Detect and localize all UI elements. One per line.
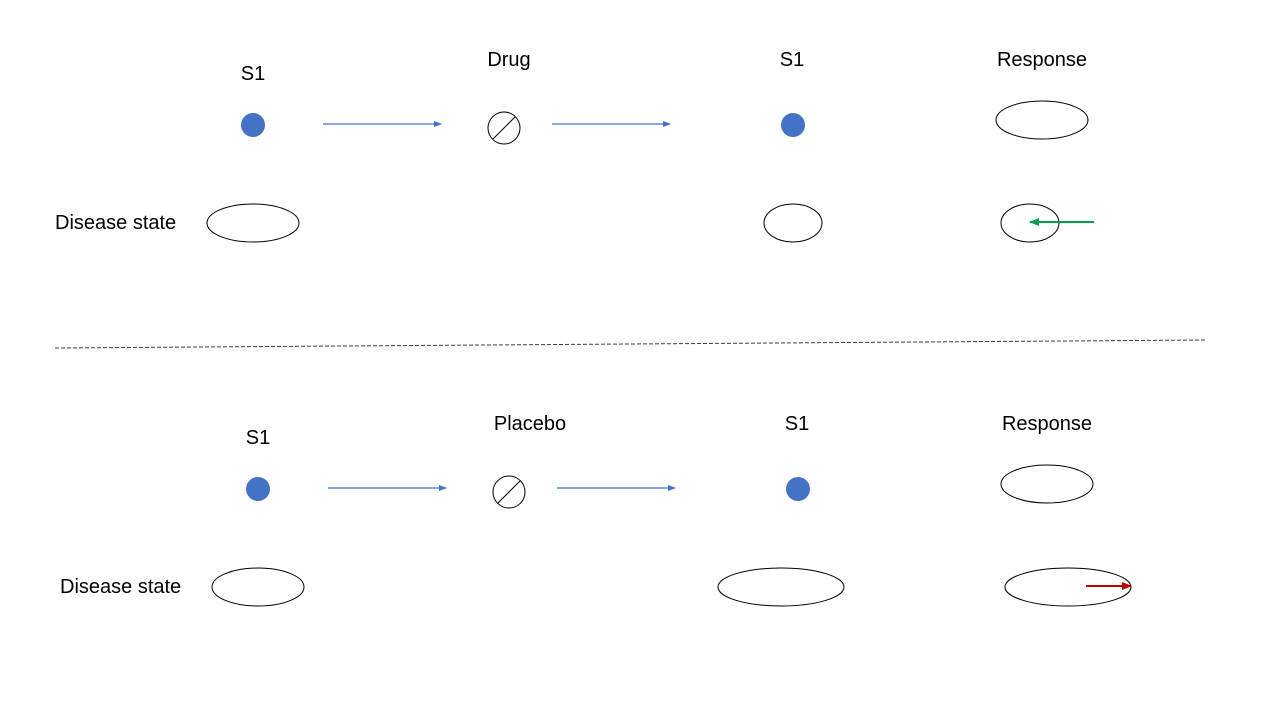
disease-state-ellipse-top (206, 203, 300, 243)
treatment-label-top: Drug (487, 49, 531, 71)
response-label-top: Response (996, 49, 1088, 71)
disease-state-label-bottom: Disease state (60, 576, 182, 598)
s1-before-label-top: S1 (240, 63, 266, 85)
drug-symbol (487, 111, 521, 145)
s1-after-label-bottom: S1 (784, 413, 810, 435)
response-label-bottom: Response (1001, 413, 1093, 435)
s1-before-dot-top (241, 113, 265, 137)
disease-state-ellipse-bottom (211, 567, 305, 607)
s1-before-dot-bottom (246, 477, 270, 501)
disease-state-after-ellipse-top (763, 203, 823, 243)
s1-after-label-top: S1 (779, 49, 805, 71)
treatment-label-bottom: Placebo (493, 413, 567, 435)
response-ellipse-top (995, 100, 1089, 140)
disease-state-after-ellipse-bottom (717, 567, 845, 607)
s1-after-dot-top (781, 113, 805, 137)
s1-before-label-bottom: S1 (245, 427, 271, 449)
panel-divider (54, 339, 1207, 349)
placebo-symbol (492, 475, 526, 509)
disease-state-label-top: Disease state (55, 212, 177, 234)
response-ellipse-bottom (1000, 464, 1094, 504)
s1-after-dot-bottom (786, 477, 810, 501)
